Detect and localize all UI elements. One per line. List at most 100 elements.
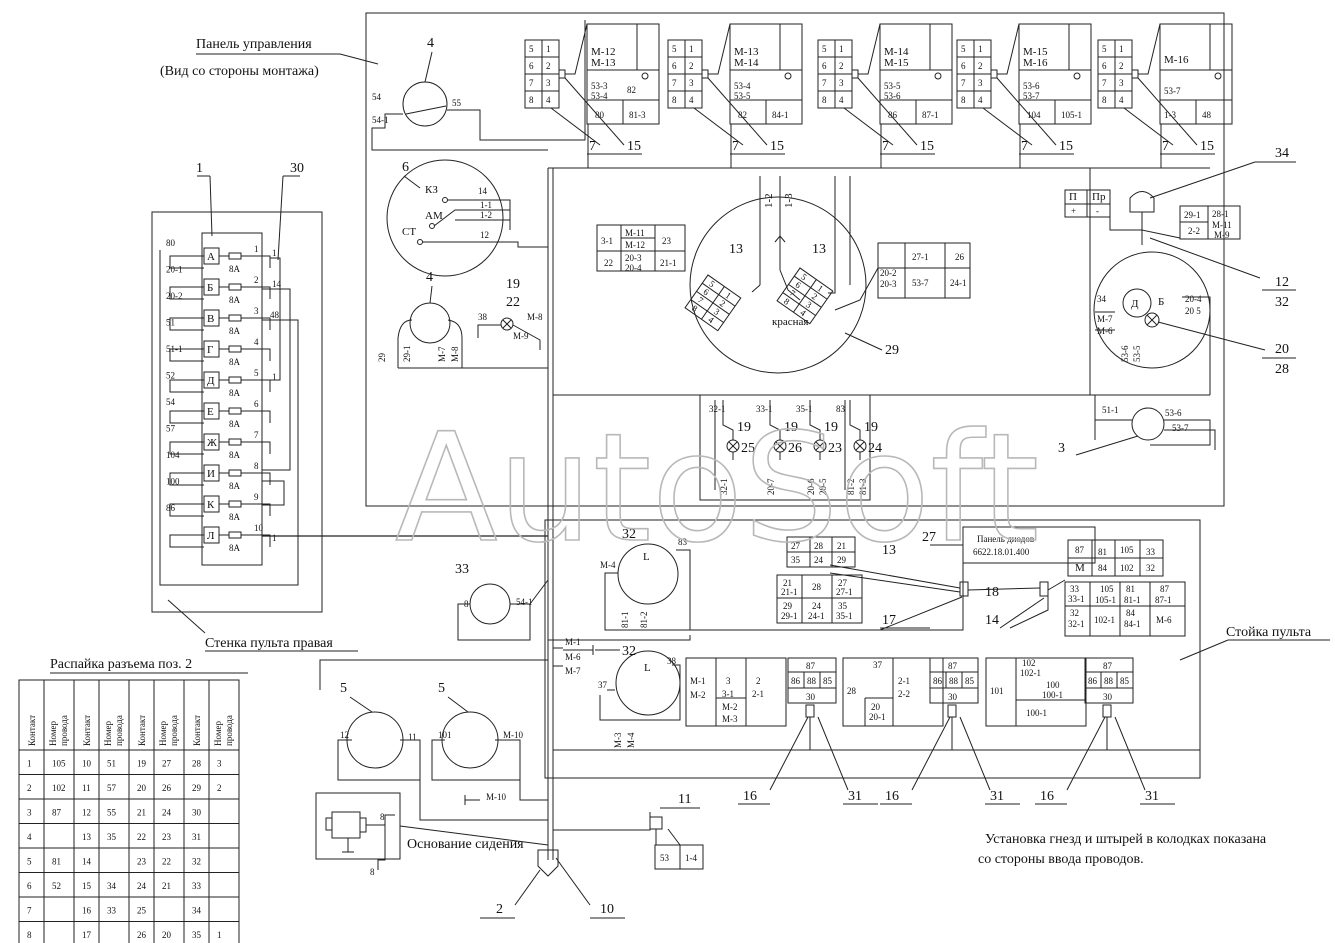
label-d: Д <box>1131 298 1139 310</box>
pin-number: 3 <box>804 299 814 310</box>
callout-13a: 13 <box>729 242 743 257</box>
pinout-cell: 22 <box>137 832 146 842</box>
label-b2-28: 28 <box>847 686 857 696</box>
pin-number: 4 <box>546 95 551 105</box>
label-20-3b: 20-3 <box>880 279 897 289</box>
wire-label: М-14 <box>734 57 759 69</box>
label-53-6: 53-6 <box>1120 345 1130 362</box>
relay-87: 87 <box>1103 661 1113 671</box>
pin-number: 2 <box>718 298 727 309</box>
pinout-cell: 81 <box>52 857 61 867</box>
motor-lower-m3: М-3 <box>613 732 623 748</box>
wire-1-2v: 1-2 <box>763 193 775 208</box>
pin-number: 5 <box>799 271 809 282</box>
relay-block <box>1084 657 1134 704</box>
pinout-cell: 2 <box>27 783 32 793</box>
label-20-4: 20-4 <box>625 263 642 273</box>
label-h35-1: 35-1 <box>836 611 853 621</box>
label-53-6b: 53-6 <box>1165 408 1182 418</box>
wire-label: 53-7 <box>1023 91 1040 101</box>
label-q105: 105 <box>1100 584 1114 594</box>
pinout-cell: 3 <box>217 759 222 769</box>
panel-title: Панель управления <box>196 37 312 52</box>
motor-lower-m6: М-6 <box>565 652 581 662</box>
pin-number: 1 <box>689 44 694 54</box>
wire-54: 54 <box>372 92 382 102</box>
label-p: П <box>1069 191 1077 203</box>
lamp-top-wire: 83 <box>836 404 846 414</box>
wire-label: 105-1 <box>1061 110 1082 120</box>
label-r32: 32 <box>1146 563 1155 573</box>
label-m12: М-12 <box>625 240 645 250</box>
motor-lower-m7: М-7 <box>565 666 581 676</box>
callout-7: 7 <box>1021 139 1028 154</box>
bus-number: 48 <box>270 310 280 320</box>
wire-m9: М-9 <box>513 331 529 341</box>
label-53-7b: 53-7 <box>1172 423 1189 433</box>
motor-33 <box>469 583 511 625</box>
label-b2-2-1: 2-1 <box>898 676 910 686</box>
fuse-left-wire: 57 <box>166 424 176 434</box>
fuse-left-wire: 52 <box>166 371 175 381</box>
callout-29: 29 <box>885 343 899 358</box>
pinout-header: провода <box>169 715 179 746</box>
pinout-title: Распайка разъема поз. 2 <box>50 657 192 672</box>
fuse-rating: 8А <box>229 388 241 398</box>
label-1-4: 1-4 <box>685 853 697 863</box>
pin-number: 7 <box>696 295 706 306</box>
lamp-bottom-wire: 32-1 <box>719 479 729 496</box>
callout-5-left: 5 <box>340 681 347 696</box>
diode-panel-number: 6622.18.01.400 <box>973 547 1030 557</box>
lamp-bottom-wire: 81-3 <box>858 478 868 495</box>
label-b3-100-1b: 100-1 <box>1026 708 1047 718</box>
label-b3-102: 102 <box>1022 658 1036 668</box>
relay-87: 87 <box>948 661 958 671</box>
pinout-cell: 87 <box>52 808 62 818</box>
label-m9: М-9 <box>1214 230 1230 240</box>
label-28: 28 <box>814 541 824 551</box>
red-label: красная <box>772 316 808 328</box>
label-h29: 29 <box>783 601 793 611</box>
callout-13b: 13 <box>812 242 826 257</box>
callout-4-top: 4 <box>427 36 434 51</box>
pinout-cell: 102 <box>52 783 66 793</box>
right-wall-frame <box>151 211 323 613</box>
fuse-left-wire: 104 <box>166 450 180 460</box>
wire-label: 53-3 <box>591 81 608 91</box>
pin-number: 1 <box>1119 44 1124 54</box>
bus-number: 1 <box>272 248 277 258</box>
diode-panel-title: Панель диодов <box>977 534 1034 544</box>
callout-7: 7 <box>589 139 596 154</box>
fuse-element <box>228 376 242 384</box>
label-b: Б <box>1158 296 1164 308</box>
callout-3: 3 <box>1058 441 1065 456</box>
pinout-cell: 1 <box>217 930 222 940</box>
label-53-7: 53-7 <box>912 278 929 288</box>
pin-number: 6 <box>961 61 966 71</box>
label-27-1: 27-1 <box>912 252 929 262</box>
relay-85: 85 <box>965 676 975 686</box>
fuse-rating: 8А <box>229 419 241 429</box>
fuse-left-wire: 20-1 <box>166 265 183 275</box>
pinout-header: Номер <box>48 720 58 746</box>
label-23: 23 <box>662 236 672 246</box>
pinout-cell: 31 <box>192 832 201 842</box>
motor-upper-81-1: 81-1 <box>620 612 630 629</box>
connector-53-1-4 <box>654 844 704 870</box>
lamp-top-wire: 33-1 <box>756 404 773 414</box>
pin-number: 2 <box>978 61 983 71</box>
motor-5-right <box>441 711 499 769</box>
wire-54-1: 54-1 <box>372 115 389 125</box>
pinout-cell: 23 <box>137 857 147 867</box>
motor5-m10b: М-10 <box>486 792 506 802</box>
pinout-cell: 14 <box>82 857 92 867</box>
connector-27-1-block <box>877 242 971 299</box>
label-q87-1: 87-1 <box>1155 595 1172 605</box>
label-b3-100: 100 <box>1046 680 1060 690</box>
callout-27: 27 <box>922 530 936 545</box>
label-b2-20-1: 20-1 <box>869 712 886 722</box>
callout-32-upper: 32 <box>622 527 636 542</box>
fuse-element <box>228 252 242 260</box>
